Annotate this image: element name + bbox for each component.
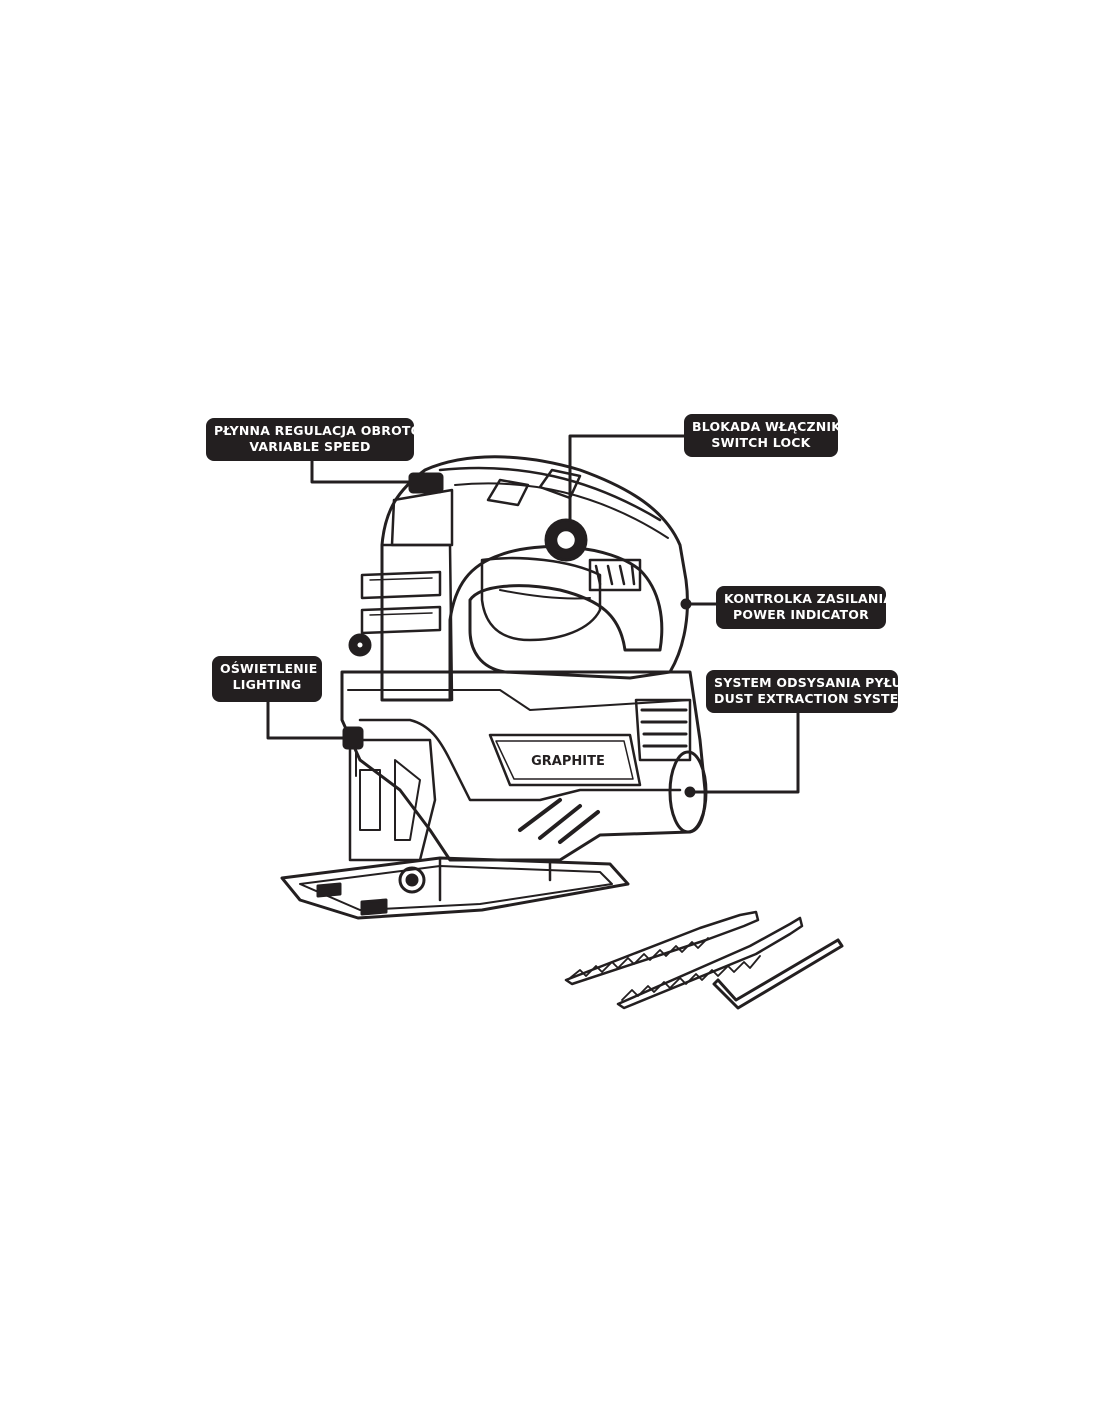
leader-lines bbox=[266, 434, 800, 794]
dust-extraction-label-pl: SYSTEM ODSYSANIA PYŁU bbox=[714, 675, 902, 690]
power-indicator-label-en: POWER INDICATOR bbox=[733, 607, 869, 622]
brand-logo: GRAPHITE bbox=[531, 754, 605, 769]
lighting-label-pl: OŚWIETLENIE bbox=[220, 661, 318, 676]
jigsaw-shoe-plate bbox=[280, 856, 630, 920]
dust-extraction-label-en: DUST EXTRACTION SYSTEM bbox=[714, 691, 912, 706]
jigsaw-base-housing bbox=[340, 670, 708, 862]
callout-lighting: OŚWIETLENIE LIGHTING bbox=[212, 656, 322, 702]
callout-dust-extraction: SYSTEM ODSYSANIA PYŁU DUST EXTRACTION SY… bbox=[706, 670, 912, 713]
hex-key-drawing bbox=[712, 938, 844, 1010]
jigsaw-body bbox=[348, 455, 692, 702]
saw-blade-1 bbox=[564, 910, 760, 986]
switch-lock-label-en: SWITCH LOCK bbox=[711, 435, 811, 450]
switch-lock-label-pl: BLOKADA WŁĄCZNIKA bbox=[692, 419, 852, 434]
variable-speed-label-pl: PŁYNNA REGULACJA OBROTÓW bbox=[214, 423, 436, 438]
variable-speed-label-en: VARIABLE SPEED bbox=[249, 439, 371, 454]
power-indicator-label-pl: KONTROLKA ZASILANIA bbox=[724, 591, 894, 606]
callout-power-indicator: KONTROLKA ZASILANIA POWER INDICATOR bbox=[716, 586, 894, 629]
saw-blade-2 bbox=[616, 916, 804, 1010]
callout-switch-lock: BLOKADA WŁĄCZNIKA SWITCH LOCK bbox=[684, 414, 852, 457]
callout-variable-speed: PŁYNNA REGULACJA OBROTÓW VARIABLE SPEED bbox=[206, 418, 436, 461]
lighting-label-en: LIGHTING bbox=[232, 677, 302, 692]
